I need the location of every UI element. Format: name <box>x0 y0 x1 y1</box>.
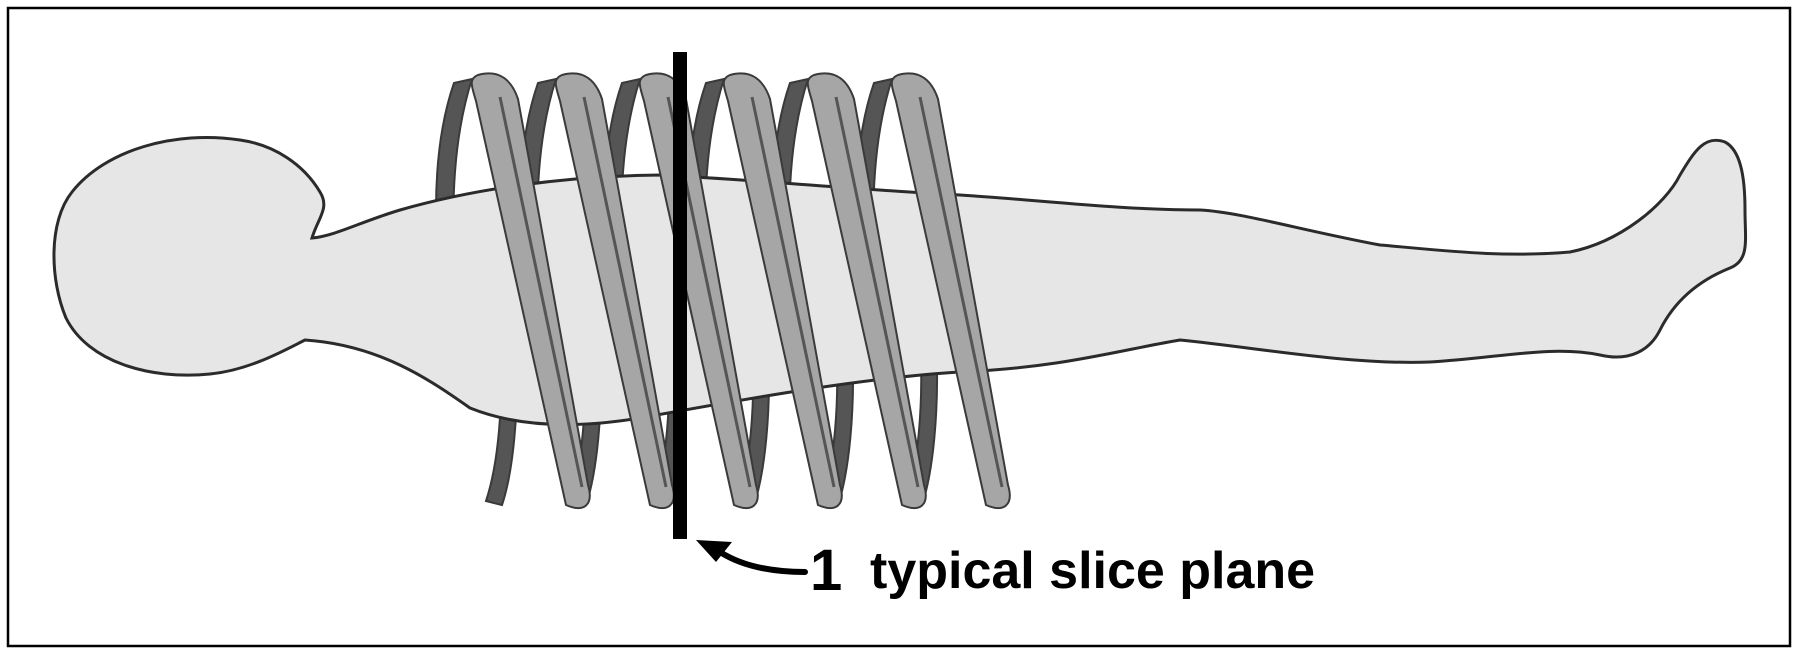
annotation-number: 1 <box>810 538 842 603</box>
coil-front-loop <box>554 72 675 510</box>
coil-front-edge <box>750 96 836 488</box>
coil-front-edge <box>498 96 584 488</box>
coil-front-loop <box>890 72 1011 510</box>
slice-plane-line <box>673 52 687 539</box>
body-silhouette-icon <box>52 136 1748 427</box>
coil-front-loop <box>806 72 927 510</box>
coil-front-loop <box>722 72 843 510</box>
coil-front-edge <box>834 96 920 488</box>
coil-front-edge <box>918 96 1004 488</box>
annotation-label: typical slice plane <box>870 542 1315 600</box>
coil-front-loop <box>470 72 591 510</box>
coil-front-edge <box>582 96 668 488</box>
pointer-arrow-icon <box>696 540 808 575</box>
